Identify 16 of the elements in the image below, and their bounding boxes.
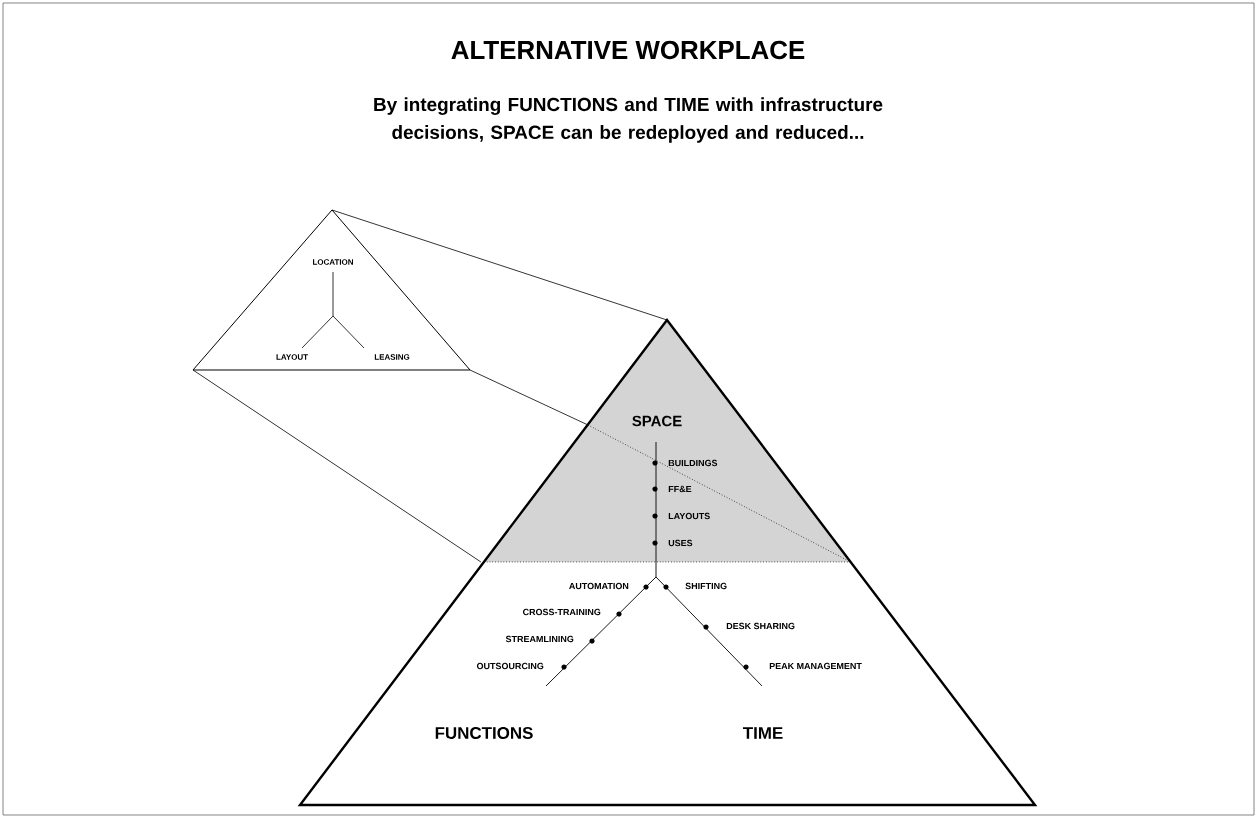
axis-item-label: USES (668, 539, 693, 547)
axis-heading: TIME (742, 727, 783, 739)
axis-item-label: LAYOUTS (668, 512, 710, 520)
subtitle: By integrating FUNCTIONS and TIME with infrastructure decisions, SPACE can be redeployed and reduced... (374, 97, 883, 143)
axis-item-label: STREAMLINING (505, 635, 574, 643)
axis-item-label: DESK SHARING (726, 622, 795, 630)
axis-item-label: OUTSOURCING (476, 662, 544, 670)
axis-item-label: PEAK MANAGEMENT (769, 662, 862, 670)
axis-heading: SPACE (632, 415, 682, 427)
axis-item-label: FF&E (668, 485, 692, 493)
axis-item-label: AUTOMATION (569, 582, 629, 590)
axis-item-label: BUILDINGS (668, 459, 718, 467)
axis-item-label: SHIFTING (685, 582, 727, 590)
axis-item-label: CROSS-TRAINING (522, 608, 601, 616)
axis-heading: FUNCTIONS (435, 727, 533, 739)
title: ALTERNATIVE WORKPLACE (451, 40, 805, 60)
